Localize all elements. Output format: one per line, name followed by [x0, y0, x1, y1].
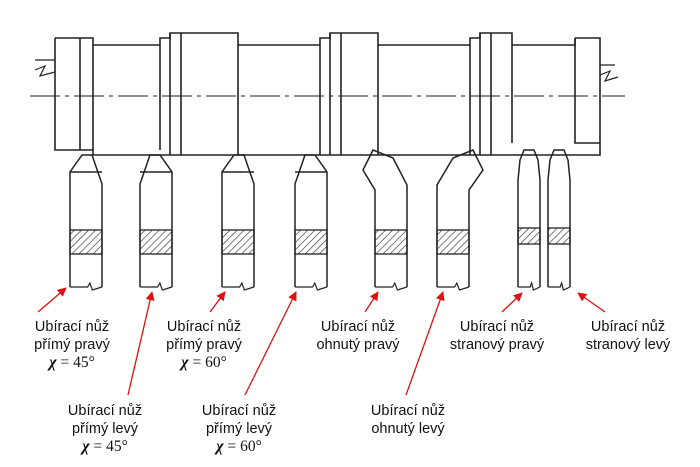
- angle-value: = 45°: [56, 354, 95, 371]
- tool-label-line1: Ubírací nůž: [370, 403, 446, 419]
- tool-label-line2: přímý levý: [205, 421, 273, 437]
- chi-symbol: χ: [181, 354, 189, 371]
- tool-5: [362, 149, 408, 291]
- tool-label-6: Ubírací nůž ohnutý levý: [371, 402, 445, 438]
- tool-label-line2: ohnutý pravý: [316, 337, 400, 353]
- tool-label-line1: Ubírací nůž: [67, 403, 143, 419]
- tool-label-8: Ubírací nůž stranový levý: [586, 318, 671, 354]
- leader-arrow-3: [209, 291, 226, 313]
- tool-label-5: Ubírací nůž ohnutý pravý: [316, 318, 399, 354]
- tool-label-line1: Ubírací nůž: [201, 403, 277, 419]
- angle-value: = 60°: [223, 438, 262, 455]
- leader-arrow-6: [405, 291, 445, 396]
- tool-label-line1: Ubírací nůž: [320, 319, 396, 335]
- angle-value: = 60°: [188, 354, 227, 371]
- tool-7: [517, 149, 541, 291]
- chi-symbol: χ: [49, 354, 57, 371]
- leader-arrow-2: [127, 291, 155, 396]
- tool-1: [69, 154, 103, 291]
- tool-label-line1: Ubírací nůž: [459, 319, 535, 335]
- tool-2: [139, 154, 173, 291]
- chi-symbol: χ: [216, 438, 224, 455]
- cutting-tools: [69, 149, 571, 291]
- tool-angle: χ = 60°: [166, 354, 242, 372]
- leader-arrows: [37, 287, 606, 396]
- tool-label-line1: Ubírací nůž: [166, 319, 242, 335]
- leader-arrow-7: [501, 292, 523, 313]
- chi-symbol: χ: [82, 438, 90, 455]
- tool-6: [436, 149, 484, 291]
- tool-3: [221, 154, 255, 291]
- tool-angle: χ = 60°: [202, 438, 276, 456]
- tool-label-line1: Ubírací nůž: [34, 319, 110, 335]
- tool-angle: χ = 45°: [34, 354, 110, 372]
- tool-label-line1: Ubírací nůž: [590, 319, 666, 335]
- angle-value: = 45°: [89, 438, 128, 455]
- leader-arrow-8: [577, 292, 606, 313]
- tool-8: [547, 149, 571, 291]
- leader-arrow-4: [244, 291, 297, 396]
- tool-label-line2: přímý pravý: [34, 337, 110, 353]
- tool-4: [294, 154, 328, 291]
- tool-angle: χ = 45°: [68, 438, 142, 456]
- tool-label-line2: ohnutý levý: [371, 421, 445, 437]
- tool-label-line2: přímý levý: [71, 421, 139, 437]
- tool-label-7: Ubírací nůž stranový pravý: [450, 318, 544, 354]
- tool-label-line2: stranový levý: [585, 337, 671, 353]
- tool-label-line2: stranový pravý: [449, 337, 545, 353]
- leader-arrow-5: [364, 291, 379, 313]
- leader-arrow-1: [37, 287, 67, 313]
- workpiece-shaft: [34, 32, 619, 156]
- tool-label-line2: přímý pravý: [166, 337, 242, 353]
